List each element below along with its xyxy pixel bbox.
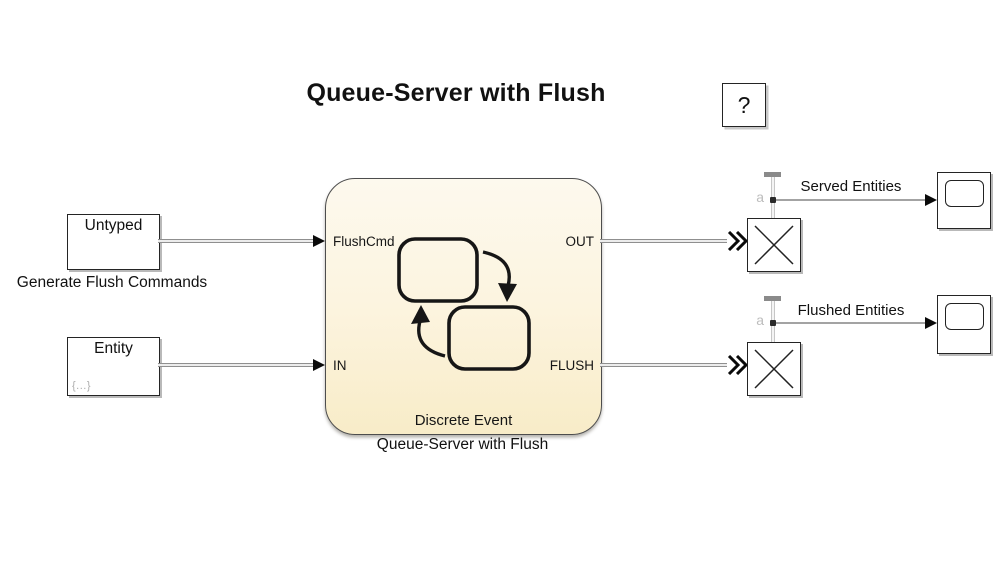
model-title: Queue-Server with Flush bbox=[306, 79, 606, 107]
port-label-in: IN bbox=[333, 358, 347, 373]
flushed-entities-label: Flushed Entities bbox=[797, 302, 905, 319]
stat-port-label: a bbox=[756, 312, 764, 328]
wire-out[interactable] bbox=[600, 239, 727, 243]
untyped-source-block[interactable]: Untyped bbox=[67, 214, 160, 270]
arrowhead-icon bbox=[313, 359, 325, 371]
entity-source-block[interactable]: Entity {...} bbox=[67, 337, 160, 396]
stat-port-label: a bbox=[756, 189, 764, 205]
wire-served-signal[interactable] bbox=[776, 199, 926, 201]
stat-port-cap bbox=[764, 172, 781, 177]
chart-caption: Queue-Server with Flush bbox=[376, 436, 549, 453]
untyped-source-caption: Generate Flush Commands bbox=[16, 274, 208, 291]
block-label: Entity bbox=[94, 340, 133, 357]
scope-screen-icon bbox=[945, 180, 984, 207]
scope-block-served[interactable] bbox=[937, 172, 991, 229]
wire-flushcmd[interactable] bbox=[158, 239, 314, 243]
port-label-flushcmd: FlushCmd bbox=[333, 234, 395, 249]
wire-junction-dot bbox=[770, 320, 776, 326]
entity-arrow-chevron-icon bbox=[727, 231, 747, 251]
arrowhead-icon bbox=[313, 235, 325, 247]
wire-in[interactable] bbox=[158, 363, 314, 367]
port-label-out: OUT bbox=[565, 234, 595, 249]
x-icon bbox=[754, 225, 794, 265]
served-entities-label: Served Entities bbox=[800, 178, 902, 195]
stat-port-cap bbox=[764, 296, 781, 301]
wire-junction-dot bbox=[770, 197, 776, 203]
state-machine-icon bbox=[397, 237, 531, 371]
chart-type-label: Discrete Event bbox=[414, 412, 513, 429]
entity-terminator-block-flushed[interactable] bbox=[747, 342, 801, 396]
entity-arrow-chevron-icon bbox=[727, 355, 747, 375]
arrowhead-icon bbox=[925, 194, 937, 206]
scope-screen-icon bbox=[945, 303, 984, 330]
wire-flushed-signal[interactable] bbox=[776, 322, 926, 324]
entity-terminator-block-served[interactable] bbox=[747, 218, 801, 272]
arrowhead-icon bbox=[925, 317, 937, 329]
x-icon bbox=[754, 349, 794, 389]
help-button[interactable]: ? bbox=[722, 83, 766, 127]
wire-flush[interactable] bbox=[600, 363, 727, 367]
entity-badge: {...} bbox=[72, 380, 92, 392]
port-label-flush: FLUSH bbox=[549, 358, 594, 373]
block-label: Untyped bbox=[84, 217, 143, 234]
question-mark-icon: ? bbox=[737, 91, 751, 118]
scope-block-flushed[interactable] bbox=[937, 295, 991, 354]
discrete-event-chart-block[interactable]: FlushCmd IN OUT FLUSH Discrete Event bbox=[325, 178, 602, 435]
